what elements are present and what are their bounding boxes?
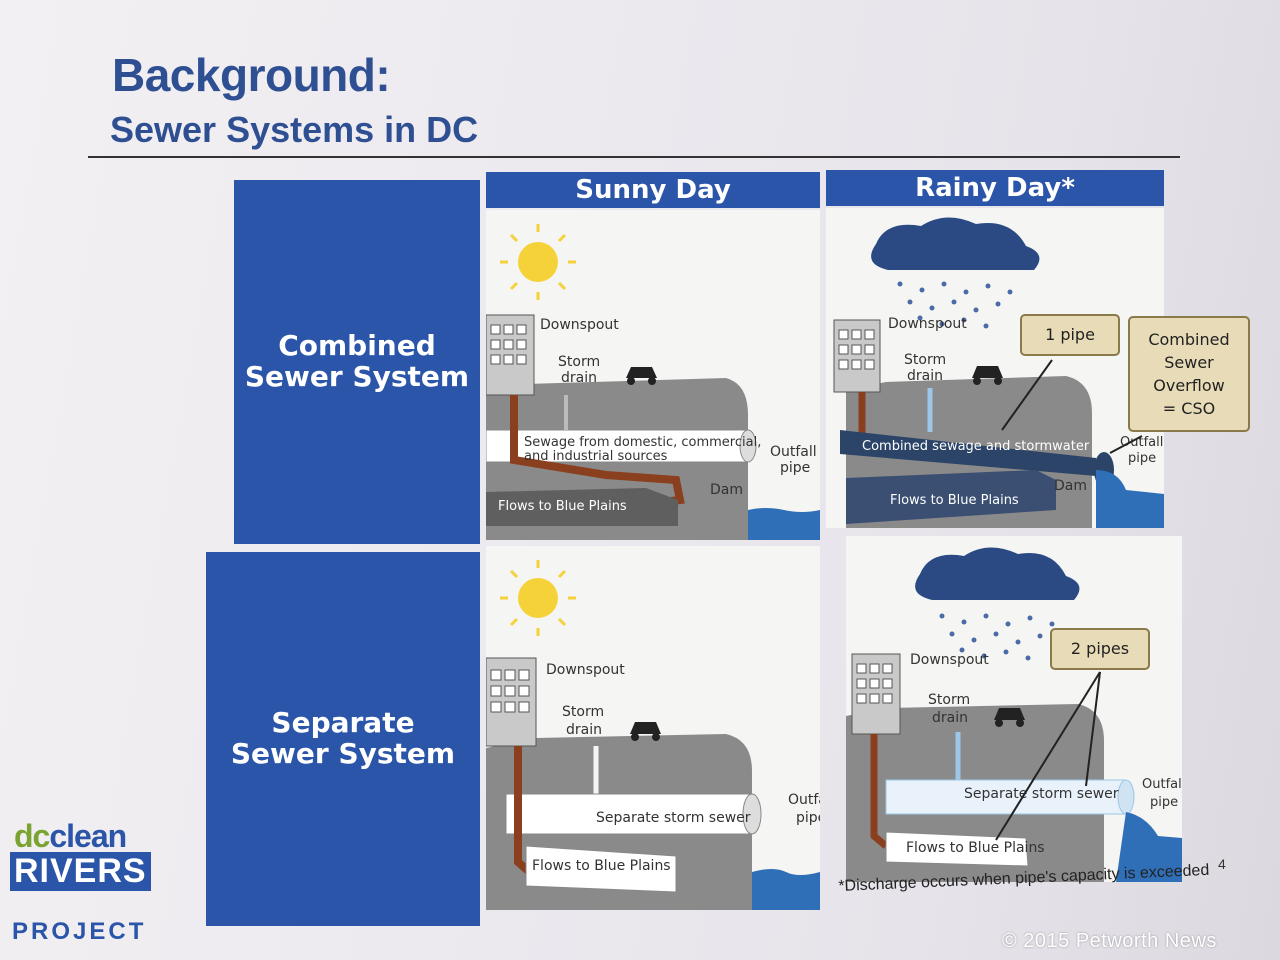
callout-cso-line4: = CSO bbox=[1162, 399, 1216, 419]
car-icon bbox=[626, 367, 657, 385]
illustration-combined-sunny: Downspout Storm drain Sewage from domest… bbox=[486, 224, 820, 540]
label-outfall: Outfall bbox=[1120, 435, 1163, 450]
label-downspout: Downspout bbox=[540, 317, 619, 333]
callout-cso-line3: Overflow bbox=[1153, 376, 1225, 395]
car-icon bbox=[972, 366, 1003, 385]
rain-cloud-icon bbox=[871, 217, 1040, 270]
label-drain: drain bbox=[561, 370, 597, 386]
label-outfall: Outfall bbox=[788, 792, 820, 808]
combined-pipe bbox=[840, 430, 1096, 476]
river-water bbox=[752, 869, 820, 910]
river-water bbox=[748, 508, 820, 540]
illustration-combined-rainy: Downspout Storm drain Combined sewage an… bbox=[833, 217, 1164, 528]
label-downspout: Downspout bbox=[910, 652, 989, 668]
raindrops-icon bbox=[897, 281, 1013, 329]
overflow-water bbox=[1096, 470, 1164, 528]
column-header-rainy: Rainy Day* bbox=[826, 170, 1164, 206]
sun-icon bbox=[500, 560, 576, 636]
label-downspout: Downspout bbox=[888, 316, 967, 332]
callout-cso-line1: Combined bbox=[1148, 329, 1230, 349]
river-water bbox=[1116, 812, 1182, 882]
label-drain: drain bbox=[566, 722, 602, 738]
sewage-pipe bbox=[486, 429, 749, 463]
label-drain: drain bbox=[932, 710, 968, 726]
flows-pipe bbox=[885, 831, 1029, 867]
flows-pipe bbox=[846, 470, 1056, 524]
label-downspout: Downspout bbox=[546, 662, 625, 678]
sewage-flow bbox=[870, 734, 889, 849]
label-sewage-line2: and industrial sources bbox=[524, 449, 668, 464]
label-dam: Dam bbox=[1054, 478, 1087, 494]
logo-rivers-text: RIVERS bbox=[10, 852, 151, 891]
page-number: 4 bbox=[1218, 856, 1226, 872]
flows-pipe bbox=[525, 845, 677, 893]
label-flows: Flows to Blue Plains bbox=[498, 499, 627, 514]
illustration-separate-sunny: Downspout Storm drain Separate storm sew… bbox=[486, 560, 820, 910]
label-flows: Flows to Blue Plains bbox=[906, 840, 1045, 856]
callout-two-pipes: 2 pipes bbox=[1050, 628, 1150, 670]
car-icon bbox=[994, 708, 1025, 727]
label-pipe: pipe bbox=[1150, 795, 1178, 810]
label-flows: Flows to Blue Plains bbox=[890, 493, 1019, 508]
column-header-sunny: Sunny Day bbox=[486, 172, 820, 208]
label-flows: Flows to Blue Plains bbox=[532, 858, 671, 874]
label-pipe: pipe bbox=[780, 460, 810, 476]
logo-dc-text: dc bbox=[14, 818, 50, 854]
panel-combined-rainy: Downspout Storm drain Combined sewage an… bbox=[826, 208, 1164, 528]
slide-subtitle: Sewer Systems in DC bbox=[110, 109, 479, 150]
row-header-combined: Combined Sewer System bbox=[234, 180, 480, 544]
row-header-separate-line2: Sewer System bbox=[230, 737, 456, 770]
label-storm: Storm bbox=[928, 692, 970, 708]
panel-combined-sunny: Downspout Storm drain Sewage from domest… bbox=[486, 210, 820, 540]
panel-separate-rainy: Downspout Storm drain Separate storm sew… bbox=[846, 536, 1182, 882]
row-header-separate: Separate Sewer System bbox=[206, 552, 480, 926]
flows-pipe bbox=[486, 488, 678, 526]
label-dam: Dam bbox=[710, 482, 743, 498]
dc-clean-rivers-logo: dcclean RIVERS PROJECT bbox=[8, 818, 158, 948]
row-header-combined-line2: Sewer System bbox=[244, 360, 470, 393]
logo-clean-text: clean bbox=[49, 818, 127, 854]
label-outfall: Outfall bbox=[1142, 777, 1182, 792]
row-header-separate-line1: Separate bbox=[271, 706, 415, 740]
label-sewage-line1: Sewage from domestic, commercial, bbox=[524, 435, 761, 450]
label-storm: Storm bbox=[904, 352, 946, 368]
raindrops-icon bbox=[939, 613, 1055, 661]
row-header-combined-line1: Combined bbox=[278, 329, 436, 363]
label-storm: Storm bbox=[558, 354, 600, 370]
label-separate-storm: Separate storm sewer bbox=[596, 810, 751, 826]
callout-one-pipe: 1 pipe bbox=[1020, 314, 1120, 356]
callout-cso-line2: Sewer bbox=[1164, 352, 1214, 372]
label-drain: drain bbox=[907, 368, 943, 384]
label-combined-flow: Combined sewage and stormwater bbox=[862, 439, 1090, 454]
label-separate-storm: Separate storm sewer bbox=[964, 786, 1119, 802]
label-pipe: pipe bbox=[796, 810, 820, 826]
label-storm: Storm bbox=[562, 704, 604, 720]
label-pipe: pipe bbox=[1128, 451, 1156, 466]
copyright-watermark: © 2015 Petworth News bbox=[1002, 930, 1217, 952]
logo-project-text: PROJECT bbox=[12, 918, 147, 945]
callout-cso: Combined Sewer Overflow = CSO bbox=[1128, 316, 1250, 432]
panel-separate-sunny: Downspout Storm drain Separate storm sew… bbox=[486, 546, 820, 910]
sun-icon bbox=[500, 224, 576, 300]
car-icon bbox=[630, 722, 661, 741]
label-outfall: Outfall bbox=[770, 444, 817, 460]
title-rule bbox=[88, 156, 1180, 158]
rain-cloud-icon bbox=[915, 547, 1080, 600]
storm-sewer-pipe bbox=[505, 793, 753, 835]
slide-title: Background: bbox=[112, 49, 391, 101]
illustration-separate-rainy: Downspout Storm drain Separate storm sew… bbox=[846, 547, 1182, 882]
